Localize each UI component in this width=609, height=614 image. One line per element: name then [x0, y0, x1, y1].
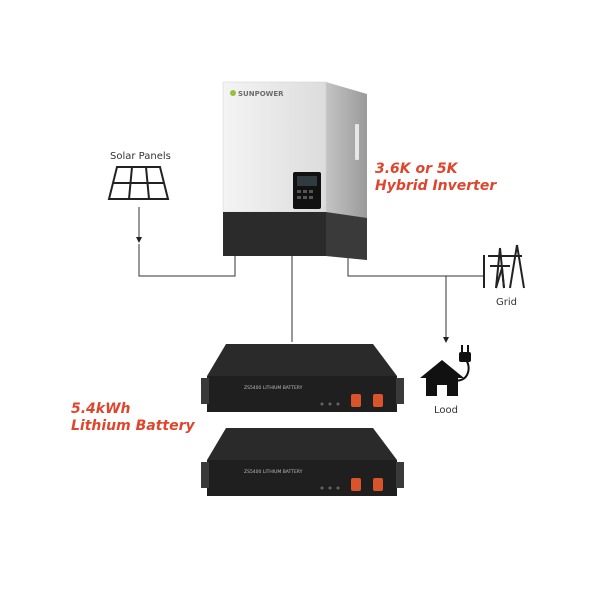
load-label: Lood — [434, 405, 458, 416]
battery-title-line1: 5.4kWh — [71, 401, 131, 417]
inverter-handle — [355, 124, 359, 160]
grid-label: Grid — [496, 297, 517, 308]
inverter-title-line1: 3.6K or 5K — [375, 161, 458, 177]
inverter-buttons — [297, 190, 313, 199]
grid-tower-icon — [483, 244, 525, 289]
lithium-battery-2: ZS5400 LITHIUM BATTERY — [201, 428, 404, 496]
lithium-battery-1: ZS5400 LITHIUM BATTERY — [201, 344, 404, 412]
solar-panels-label: Solar Panels — [110, 151, 171, 162]
battery-title: 5.4kWh Lithium Battery — [71, 401, 195, 435]
solar-panel-icon — [107, 166, 170, 200]
leaf-logo-icon — [230, 90, 236, 96]
inverter-front-base — [223, 212, 326, 256]
inverter-side-base — [326, 212, 367, 260]
inverter-to-grid-line — [347, 256, 484, 277]
load-house-icon — [420, 360, 464, 396]
solar-to-inverter-line — [138, 244, 236, 277]
hybrid-inverter: SUNPOWER — [222, 81, 367, 260]
inverter-title: 3.6K or 5K Hybrid Inverter — [375, 161, 496, 195]
battery-2-panel-text: ZS5400 LITHIUM BATTERY — [244, 469, 303, 475]
inverter-brand-logo: SUNPOWER — [238, 90, 284, 98]
plug-icon — [451, 345, 471, 382]
inverter-title-line2: Hybrid Inverter — [375, 178, 497, 194]
connection-lines — [136, 207, 484, 343]
battery-1-panel-text: ZS5400 LITHIUM BATTERY — [244, 385, 303, 391]
battery-title-line2: Lithium Battery — [71, 418, 195, 434]
inverter-lcd-screen — [297, 176, 317, 186]
